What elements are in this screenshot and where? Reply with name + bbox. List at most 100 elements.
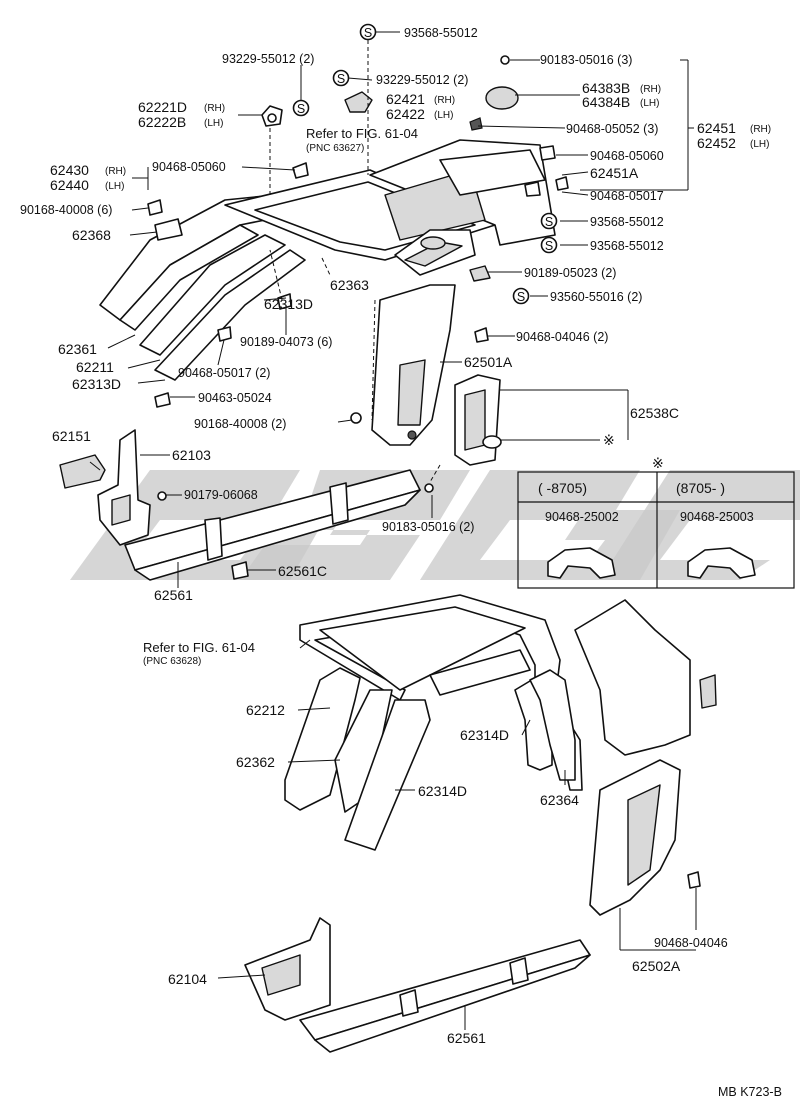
- part-label: 90468-05060: [590, 149, 664, 163]
- quarter-trim-upper: [574, 599, 717, 756]
- s-marker-icon: S: [292, 99, 310, 117]
- part-label: 62103: [172, 447, 211, 463]
- leader-lines: [89, 31, 697, 1030]
- rh-suffix: (RH): [434, 95, 455, 106]
- quarter-trim-62502A: [589, 759, 681, 916]
- part-label: 62313D: [264, 296, 313, 312]
- part-label: 62211: [76, 359, 114, 375]
- rh-suffix: (RH): [750, 124, 771, 135]
- rocker-panel-62561-lower: [299, 939, 591, 1053]
- part-label: 62364: [540, 792, 579, 808]
- part-label: 62314D: [418, 783, 467, 799]
- rh-suffix: (RH): [640, 84, 661, 95]
- part-label: 62451A: [590, 165, 639, 181]
- part-label: 90179-06068: [184, 488, 258, 502]
- note-table: [517, 471, 795, 589]
- part-label: 62314D: [460, 727, 509, 743]
- part-label: 90463-05024: [198, 391, 272, 405]
- part-label: 93560-55016 (2): [550, 290, 642, 304]
- part-label: 93568-55012: [404, 26, 478, 40]
- lh-suffix: (LH): [204, 118, 223, 129]
- svg-text:S: S: [545, 239, 553, 253]
- part-label: 62451: [697, 120, 736, 136]
- part-label: 90183-05016 (3): [540, 53, 632, 67]
- part-label: 93568-55012: [590, 215, 664, 229]
- note-col1-part: 90468-25002: [545, 510, 619, 524]
- figure-reference-pnc: (PNC 63628): [143, 656, 201, 667]
- part-label: 62313D: [72, 376, 121, 392]
- part-label: 62502A: [632, 958, 681, 974]
- part-label: 93229-55012 (2): [376, 73, 468, 87]
- part-label: 93229-55012 (2): [222, 52, 314, 66]
- lh-suffix: (LH): [105, 181, 124, 192]
- small-fasteners: [147, 55, 701, 889]
- part-label: 62538C: [630, 405, 679, 421]
- part-label: 62104: [168, 971, 207, 987]
- part-label: 62561: [154, 587, 193, 603]
- part-label: 62561C: [278, 563, 327, 579]
- part-label: 62422: [386, 106, 425, 122]
- part-label: 62452: [697, 135, 736, 151]
- s-marker-icon: S: [332, 69, 350, 87]
- lh-suffix: (LH): [750, 139, 769, 150]
- lh-suffix: (LH): [434, 110, 453, 121]
- s-marker-icon: S: [540, 212, 558, 230]
- part-label: 62151: [52, 428, 91, 444]
- note-col2-part: 90468-25003: [680, 510, 754, 524]
- part-label: 90183-05016 (2): [382, 520, 474, 534]
- part-label: 62421: [386, 91, 425, 107]
- note-col1-header: ( -8705): [538, 480, 587, 496]
- part-label: 90189-05023 (2): [524, 266, 616, 280]
- pillar-trim-62538C: [454, 374, 501, 466]
- part-label: 90168-40008 (6): [20, 203, 112, 217]
- part-label: 90189-04073 (6): [240, 335, 332, 349]
- part-label: 90168-40008 (2): [194, 417, 286, 431]
- garnish-62364: [429, 649, 576, 781]
- s-marker-icon: S: [512, 287, 530, 305]
- part-label: 90468-05052 (3): [566, 122, 658, 136]
- note-marker-icon: ※: [603, 432, 615, 448]
- note-marker-icon: ※: [652, 455, 664, 471]
- s-marker-icon: S: [540, 236, 558, 254]
- rh-suffix: (RH): [204, 103, 225, 114]
- bracket-62103: [97, 429, 151, 546]
- lh-suffix: (LH): [640, 98, 659, 109]
- note-col2-header: (8705- ): [676, 480, 725, 496]
- rocker-panel-62561-upper: [124, 469, 421, 581]
- figure-reference-pnc: (PNC 63627): [306, 143, 364, 154]
- svg-text:S: S: [297, 102, 305, 116]
- part-label: 64384B: [582, 94, 630, 110]
- pillar-trim-62501A: [371, 284, 456, 446]
- svg-text:S: S: [364, 26, 372, 40]
- part-label: 90468-05060: [152, 160, 226, 174]
- s-marker-icon: S: [359, 23, 377, 41]
- figure-reference: Refer to FIG. 61-04: [143, 640, 255, 655]
- part-label: 62440: [50, 177, 89, 193]
- svg-text:S: S: [517, 290, 525, 304]
- cushion-62151: [59, 454, 106, 489]
- roof-side-inner-62211: [139, 234, 306, 381]
- rh-suffix: (RH): [105, 166, 126, 177]
- part-label: 62363: [330, 277, 369, 293]
- svg-text:S: S: [545, 215, 553, 229]
- part-label: 62221D: [138, 99, 187, 115]
- part-label: 90468-04046: [654, 936, 728, 950]
- part-label: 62430: [50, 162, 89, 178]
- part-labels: 93568-55012 93229-55012 (2) 93229-55012 …: [20, 26, 782, 1099]
- part-label: 90468-05017 (2): [178, 366, 270, 380]
- part-label: 62212: [246, 702, 285, 718]
- part-label: 90468-04046 (2): [516, 330, 608, 344]
- s-markers: S S S S S S: [292, 23, 558, 305]
- window-seal-62363: [394, 229, 476, 276]
- part-label: 62561: [447, 1030, 486, 1046]
- bracket-62104: [244, 917, 331, 1021]
- part-label: 62361: [58, 341, 97, 357]
- part-label: 62222B: [138, 114, 186, 130]
- footer-code: MB K723-B: [718, 1085, 782, 1099]
- part-label: 90468-05017: [590, 189, 664, 203]
- part-label: 62362: [236, 754, 275, 770]
- part-label: 62501A: [464, 354, 513, 370]
- part-label: 64383B: [582, 80, 630, 96]
- part-label: 62368: [72, 227, 111, 243]
